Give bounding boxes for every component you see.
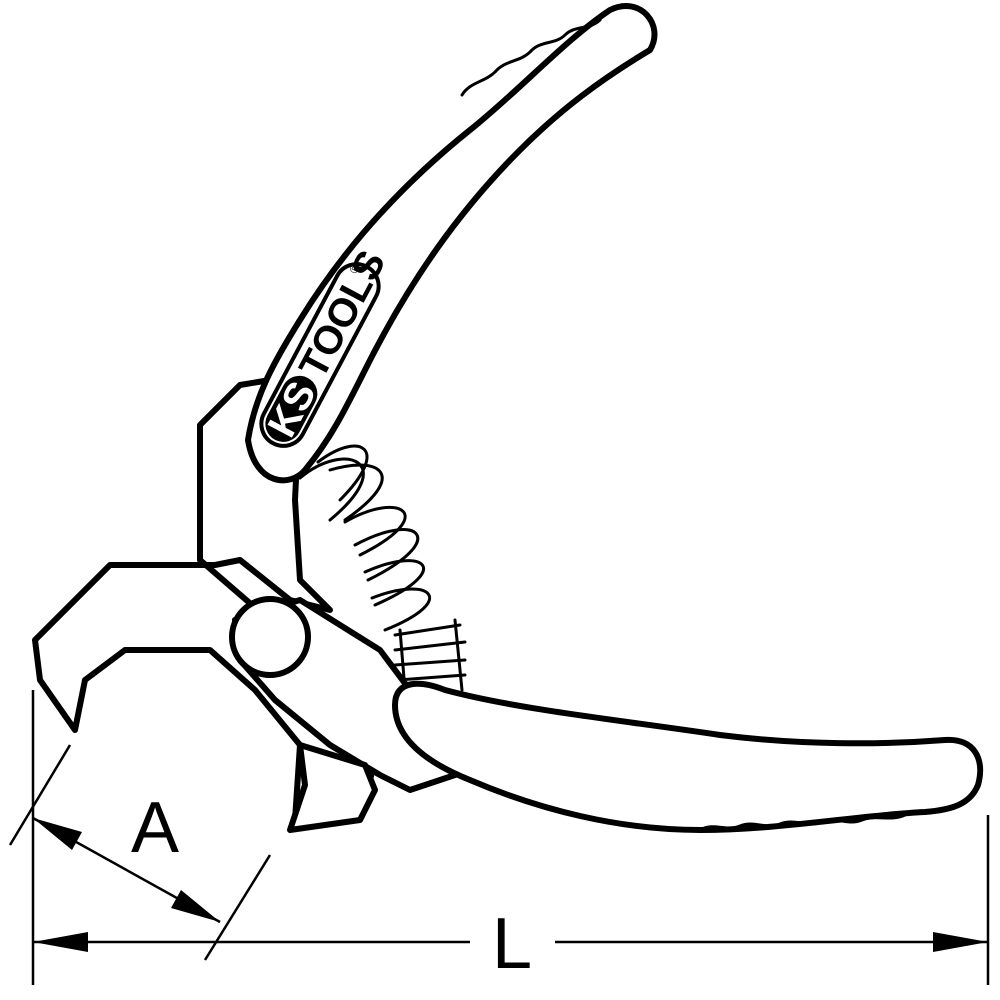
lower-handle: [392, 680, 984, 833]
dimension-l: L: [31, 690, 990, 985]
pivot-rivet: [229, 596, 311, 678]
spring-coil: [298, 444, 467, 692]
upper-handle: [245, 2, 658, 484]
dimension-a: A: [8, 744, 272, 961]
opening-label: A: [131, 788, 179, 868]
length-label: L: [492, 904, 532, 984]
